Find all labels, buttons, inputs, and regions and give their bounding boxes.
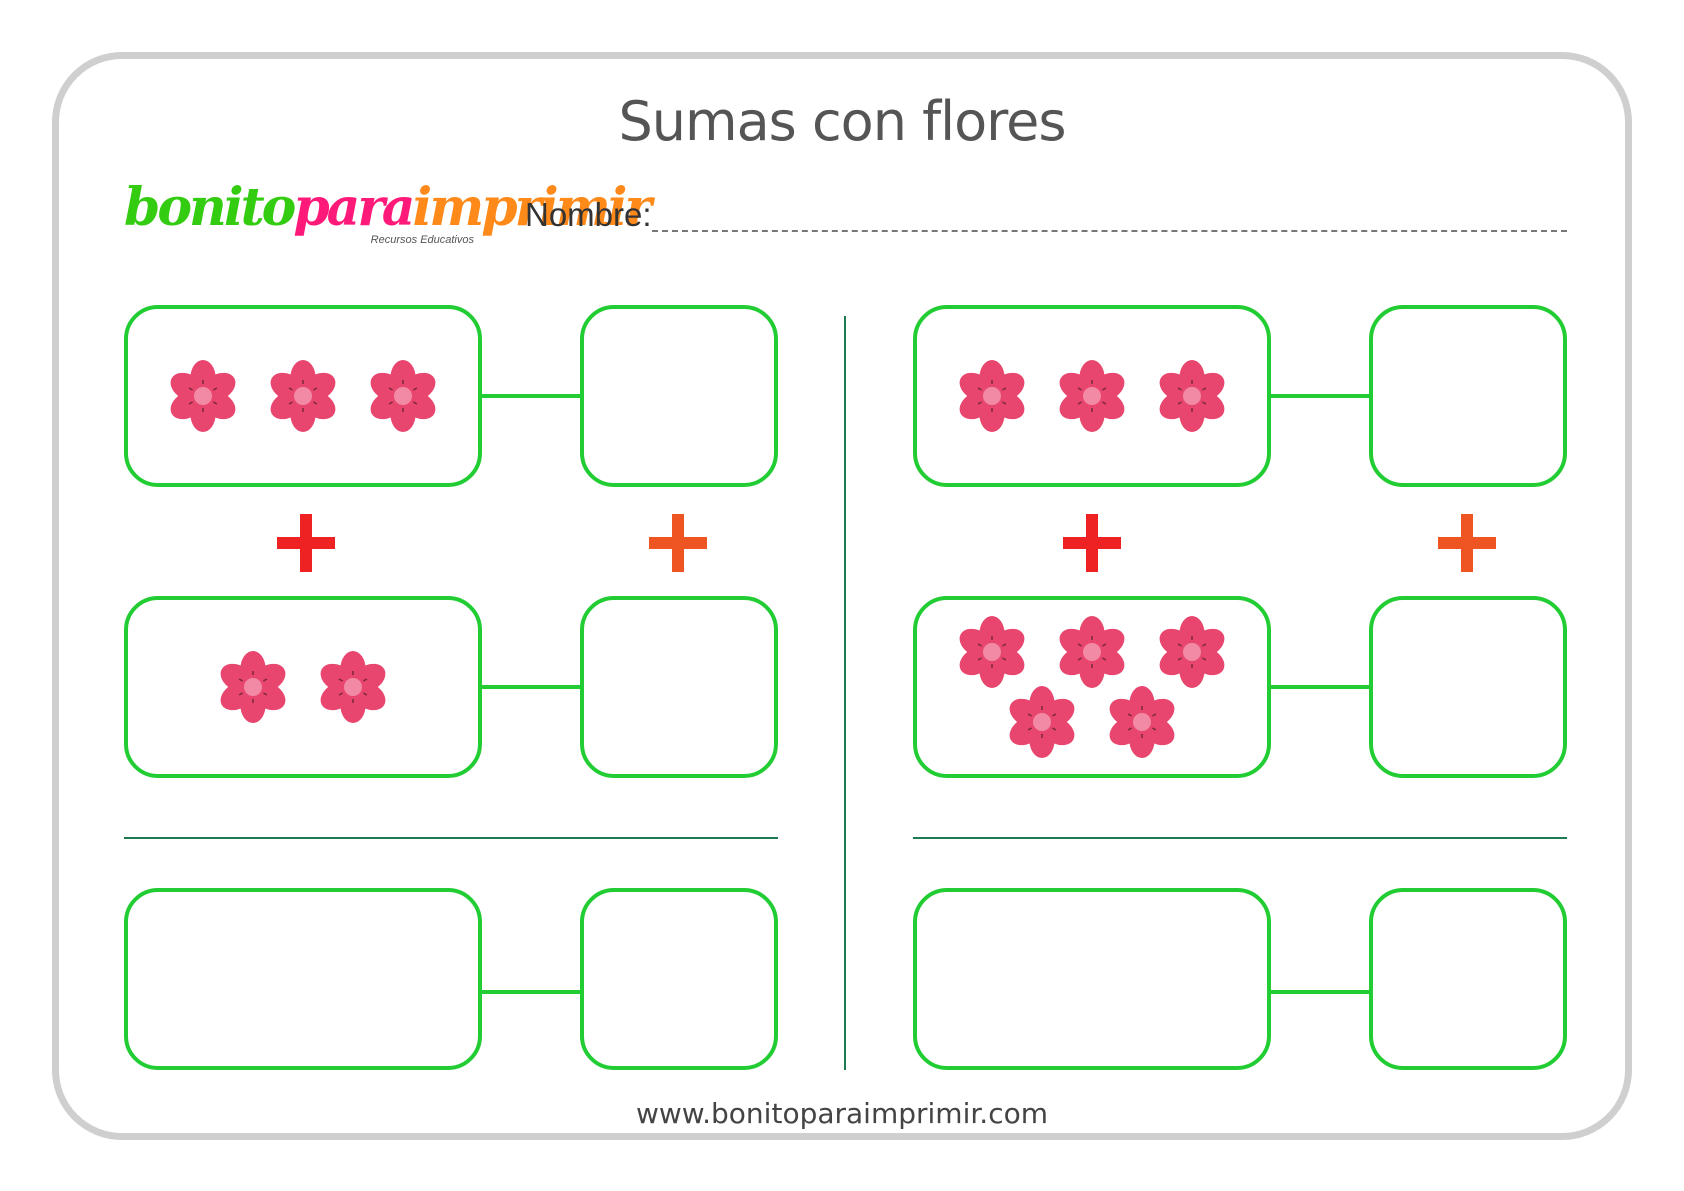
connector-line bbox=[482, 685, 580, 689]
flower-icon bbox=[157, 360, 249, 432]
addend-b-answer-box[interactable] bbox=[580, 596, 778, 778]
flower-icon bbox=[1046, 616, 1138, 688]
plus-icon bbox=[1438, 514, 1496, 572]
flower-icon bbox=[946, 360, 1038, 432]
flower-icon bbox=[1146, 616, 1238, 688]
addend-b-answer-box[interactable] bbox=[1369, 596, 1567, 778]
flower-icon bbox=[257, 360, 349, 432]
flower-icon bbox=[1096, 686, 1188, 758]
flower-icon bbox=[996, 686, 1088, 758]
flower-icon bbox=[357, 360, 449, 432]
addend-b-flower-box bbox=[124, 596, 482, 778]
addend-a-answer-box[interactable] bbox=[580, 305, 778, 487]
sum-line bbox=[124, 837, 778, 839]
footer-url: www.bonitoparaimprimir.com bbox=[636, 1097, 1048, 1130]
flower-icon bbox=[307, 651, 399, 723]
logo: bonitoparaimprimir Recursos Educativos bbox=[124, 177, 652, 250]
connector-line bbox=[1271, 394, 1369, 398]
addend-a-flower-box bbox=[913, 305, 1271, 487]
connector-line bbox=[1271, 685, 1369, 689]
flower-icon bbox=[946, 616, 1038, 688]
flower-icon bbox=[1046, 360, 1138, 432]
sum-line bbox=[913, 837, 1567, 839]
page-title: Sumas con flores bbox=[618, 90, 1066, 153]
addend-a-flower-box bbox=[124, 305, 482, 487]
plus-icon bbox=[1063, 514, 1121, 572]
center-divider bbox=[844, 316, 846, 1070]
logo-tagline: Recursos Educativos bbox=[370, 234, 474, 246]
plus-icon bbox=[277, 514, 335, 572]
plus-icon bbox=[649, 514, 707, 572]
logo-part-para: para bbox=[293, 177, 415, 238]
name-field[interactable] bbox=[652, 230, 1567, 232]
result-answer-box[interactable] bbox=[580, 888, 778, 1070]
flower-icon bbox=[1146, 360, 1238, 432]
result-drawing-box[interactable] bbox=[913, 888, 1271, 1070]
connector-line bbox=[482, 990, 580, 994]
name-label: Nombre: bbox=[525, 196, 652, 233]
addend-b-flower-box bbox=[913, 596, 1271, 778]
result-drawing-box[interactable] bbox=[124, 888, 482, 1070]
logo-part-bonito: bonito bbox=[124, 177, 296, 238]
connector-line bbox=[1271, 990, 1369, 994]
connector-line bbox=[482, 394, 580, 398]
result-answer-box[interactable] bbox=[1369, 888, 1567, 1070]
logo-part-imprimir: imprimir bbox=[412, 177, 651, 238]
addend-a-answer-box[interactable] bbox=[1369, 305, 1567, 487]
flower-icon bbox=[207, 651, 299, 723]
